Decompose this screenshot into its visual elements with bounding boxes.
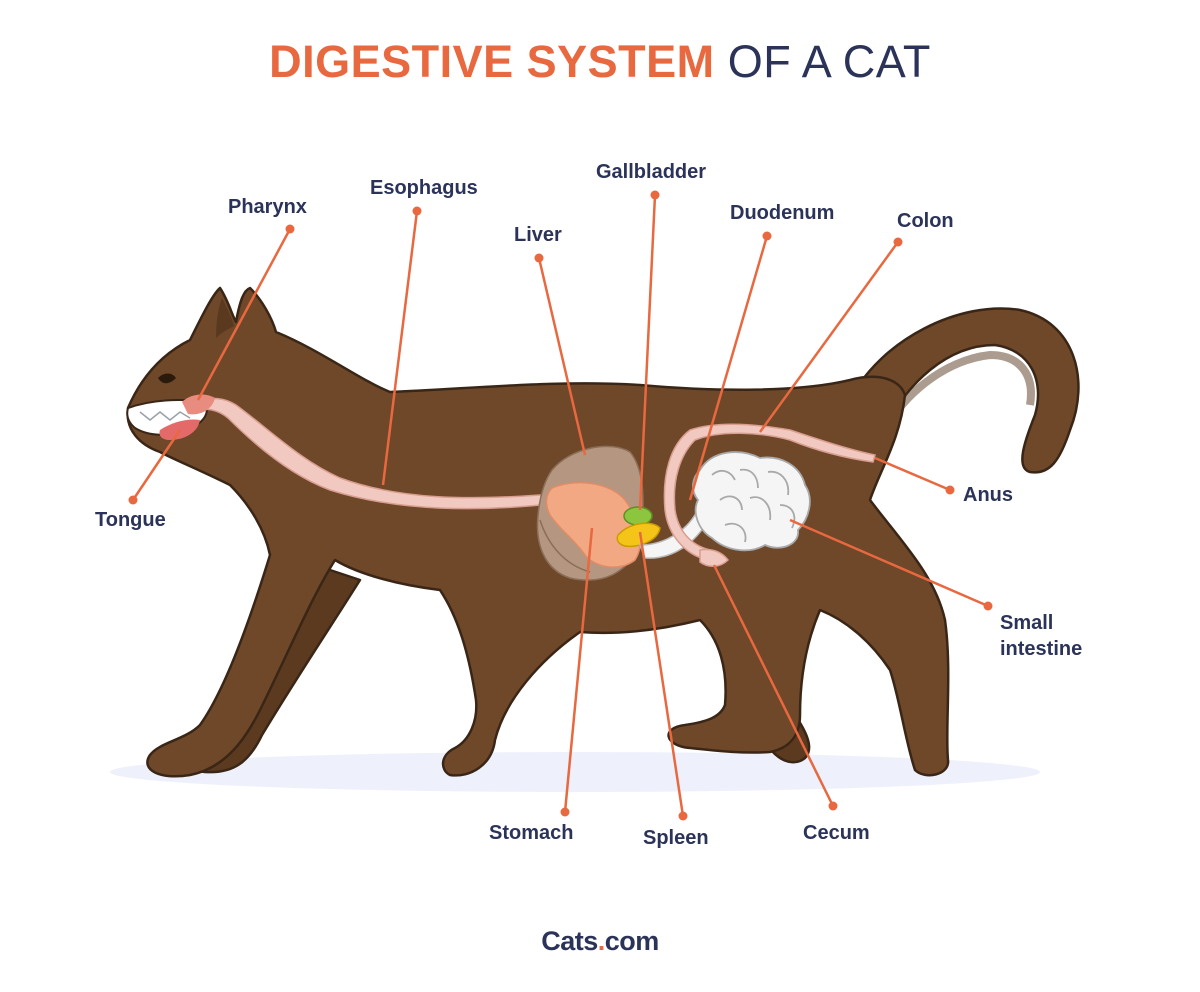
leader-dots bbox=[128, 190, 993, 821]
leader-dot-icon bbox=[678, 811, 688, 821]
label-anus: Anus bbox=[963, 484, 1013, 506]
logo-dot: . bbox=[597, 926, 606, 956]
cats-logo: Cats.com bbox=[0, 926, 1200, 957]
stomach-shape bbox=[545, 481, 641, 568]
label-tongue: Tongue bbox=[95, 509, 166, 531]
leader-dot-icon bbox=[828, 801, 838, 811]
logo-name: Cats bbox=[541, 926, 598, 956]
label-liver: Liver bbox=[514, 224, 562, 246]
title-accent: DIGESTIVE SYSTEM bbox=[269, 36, 715, 87]
ground-shadow bbox=[110, 752, 1040, 792]
page-title: DIGESTIVE SYSTEM OF A CAT bbox=[0, 36, 1200, 88]
label-small-intestine-line1: Small bbox=[1000, 612, 1054, 634]
logo-tld: com bbox=[604, 926, 660, 956]
label-gallbladder: Gallbladder bbox=[596, 161, 707, 183]
label-spleen: Spleen bbox=[643, 827, 709, 849]
cat-tail bbox=[848, 307, 1080, 474]
leader-dot-icon bbox=[650, 190, 660, 200]
tongue-shape bbox=[159, 419, 200, 440]
leader-dot-icon bbox=[285, 224, 295, 234]
label-esophagus: Esophagus bbox=[370, 177, 478, 199]
leader-dot-icon bbox=[893, 237, 903, 247]
label-cecum: Cecum bbox=[803, 822, 870, 844]
leader-dot-icon bbox=[412, 206, 422, 216]
leader-dot-icon bbox=[945, 485, 955, 495]
leader-dot-icon bbox=[762, 231, 772, 241]
leader-lines bbox=[131, 194, 989, 817]
gallbladder-shape bbox=[623, 506, 653, 526]
leader-dot-icon bbox=[560, 807, 570, 817]
cecum-shape bbox=[699, 548, 729, 567]
pharynx-shape bbox=[182, 394, 215, 415]
ear-inner bbox=[216, 298, 234, 338]
label-small-intestine-line2: intestine bbox=[1000, 638, 1083, 660]
title-rest: OF A CAT bbox=[727, 36, 931, 87]
label-pharynx: Pharynx bbox=[228, 196, 307, 218]
spleen-shape bbox=[616, 522, 661, 548]
cat-eye bbox=[158, 373, 176, 384]
label-colon: Colon bbox=[897, 210, 954, 232]
leader-dot-icon bbox=[983, 601, 993, 611]
leader-dot-icon bbox=[534, 253, 544, 263]
leader-dot-icon bbox=[128, 495, 138, 505]
small-intestine-shape bbox=[692, 451, 811, 552]
label-stomach: Stomach bbox=[489, 822, 574, 844]
label-duodenum: Duodenum bbox=[730, 202, 835, 224]
